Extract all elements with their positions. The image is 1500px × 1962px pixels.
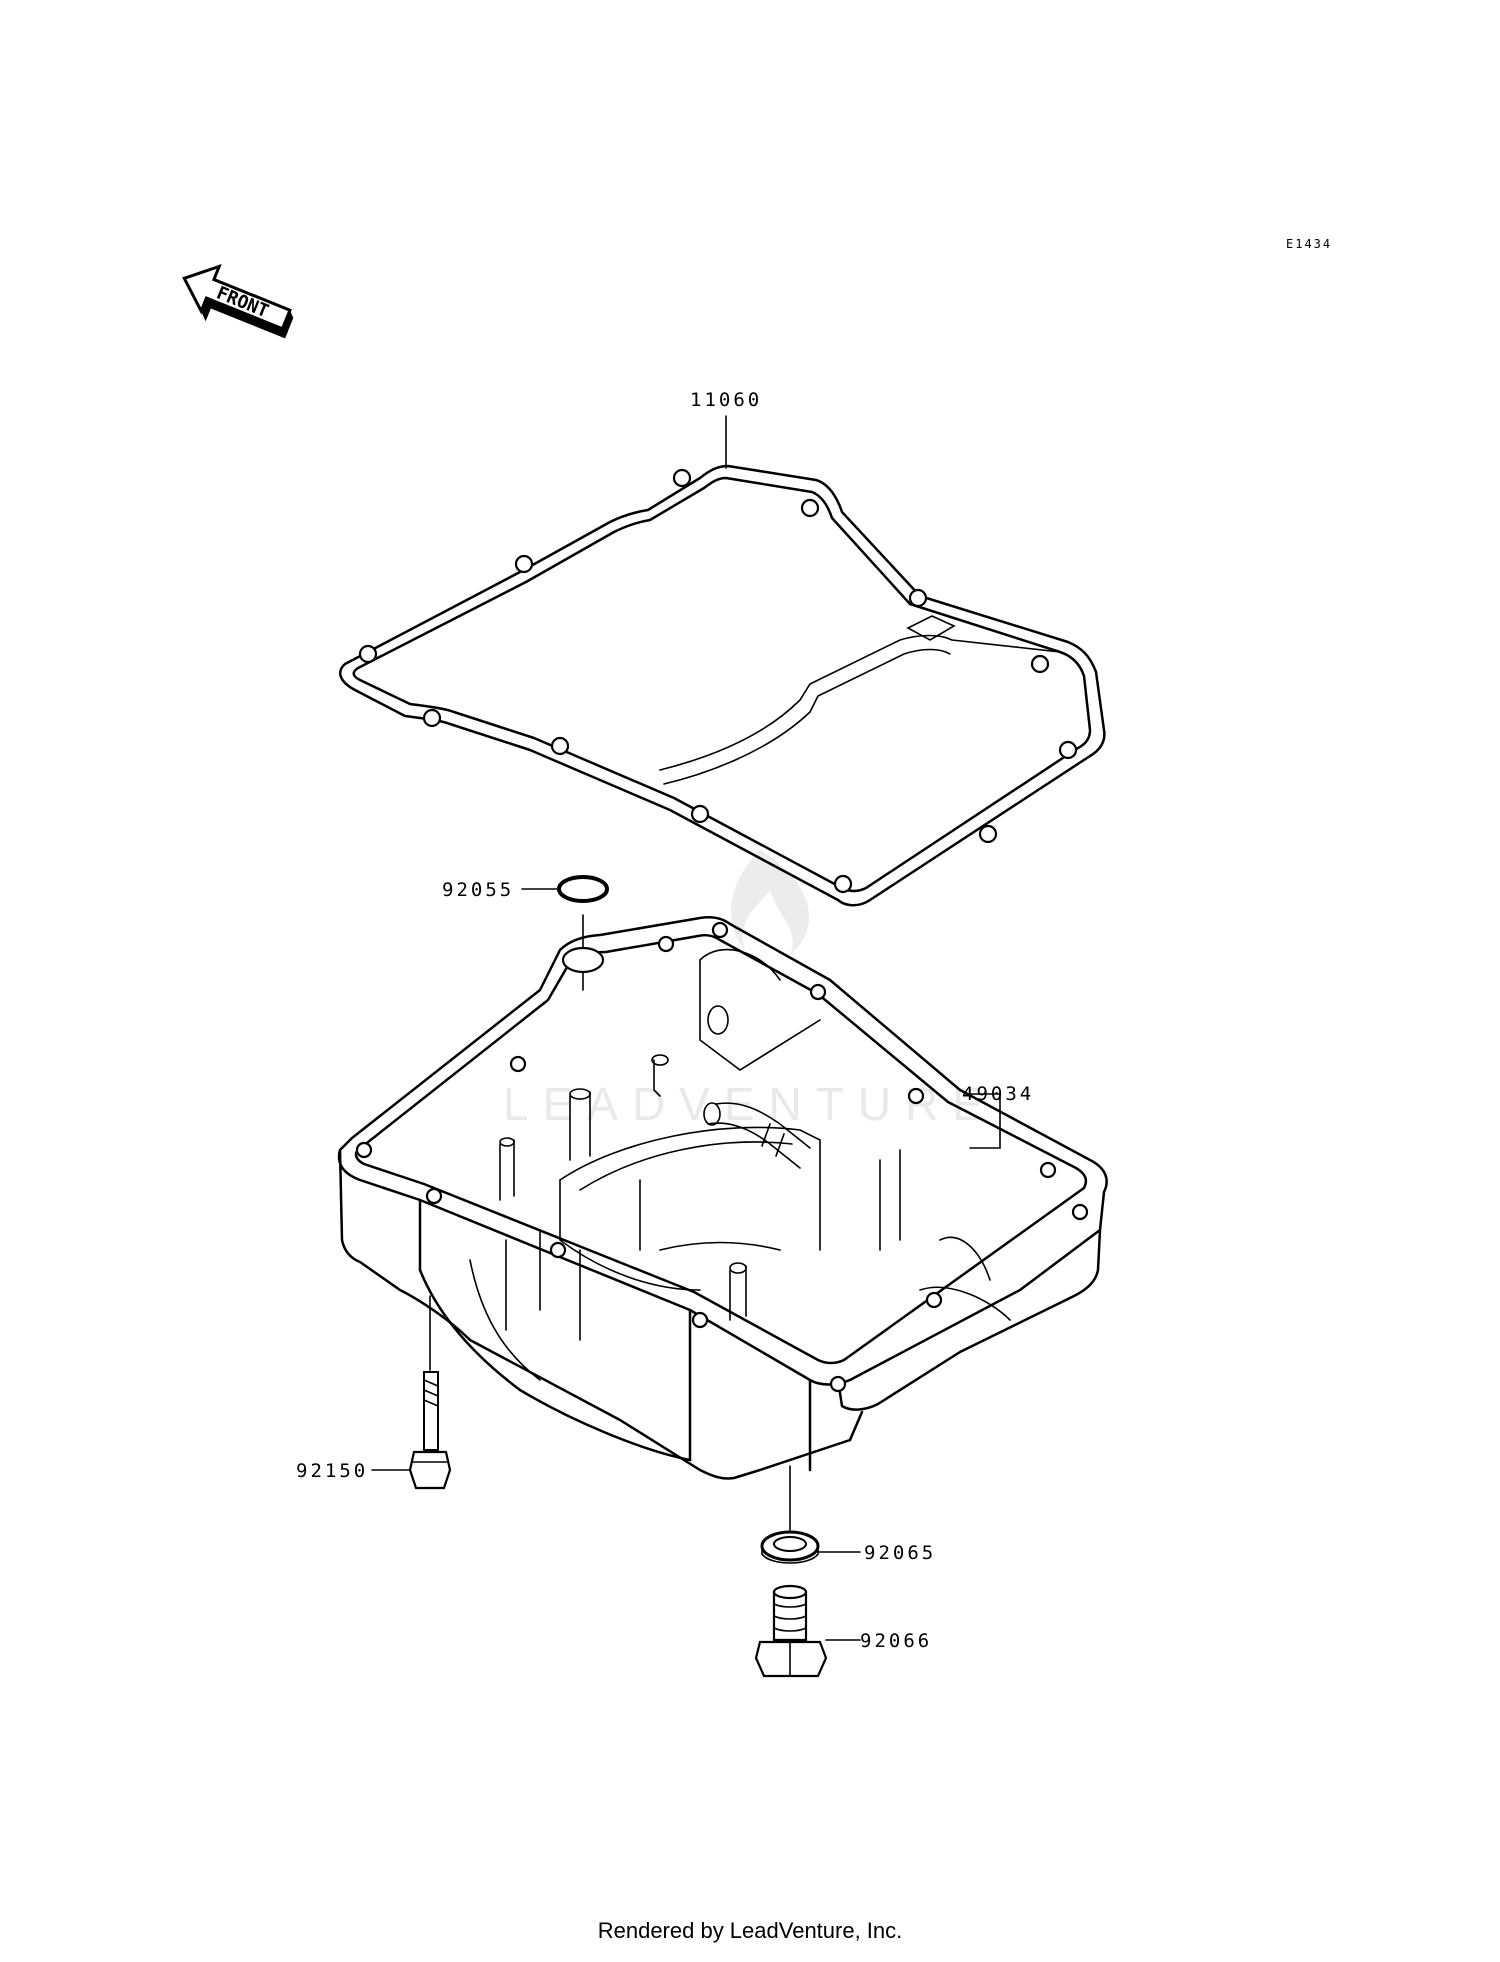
oil-pan-49034	[337, 916, 1108, 1480]
label-92065: 92065	[864, 1542, 936, 1564]
watermark-text: LEADVENTURE	[503, 1078, 997, 1130]
label-11060: 11060	[690, 389, 762, 411]
bolt-92150	[408, 1295, 452, 1490]
label-92066: 92066	[860, 1630, 932, 1652]
drain-plug-92066	[754, 1584, 828, 1678]
watermark: LEADVENTURE	[503, 850, 997, 1130]
front-arrow-icon: FRONT	[182, 264, 294, 339]
label-92150: 92150	[296, 1460, 368, 1482]
leader-49034	[965, 1093, 1001, 1149]
washer-92065	[760, 1465, 820, 1564]
footer-credit: Rendered by LeadVenture, Inc.	[597, 1918, 903, 1943]
label-49034: 49034	[962, 1083, 1034, 1105]
label-92055: 92055	[442, 879, 514, 901]
gasket-11060	[339, 464, 1106, 907]
diagram-ref-code: E1434	[1286, 237, 1332, 251]
